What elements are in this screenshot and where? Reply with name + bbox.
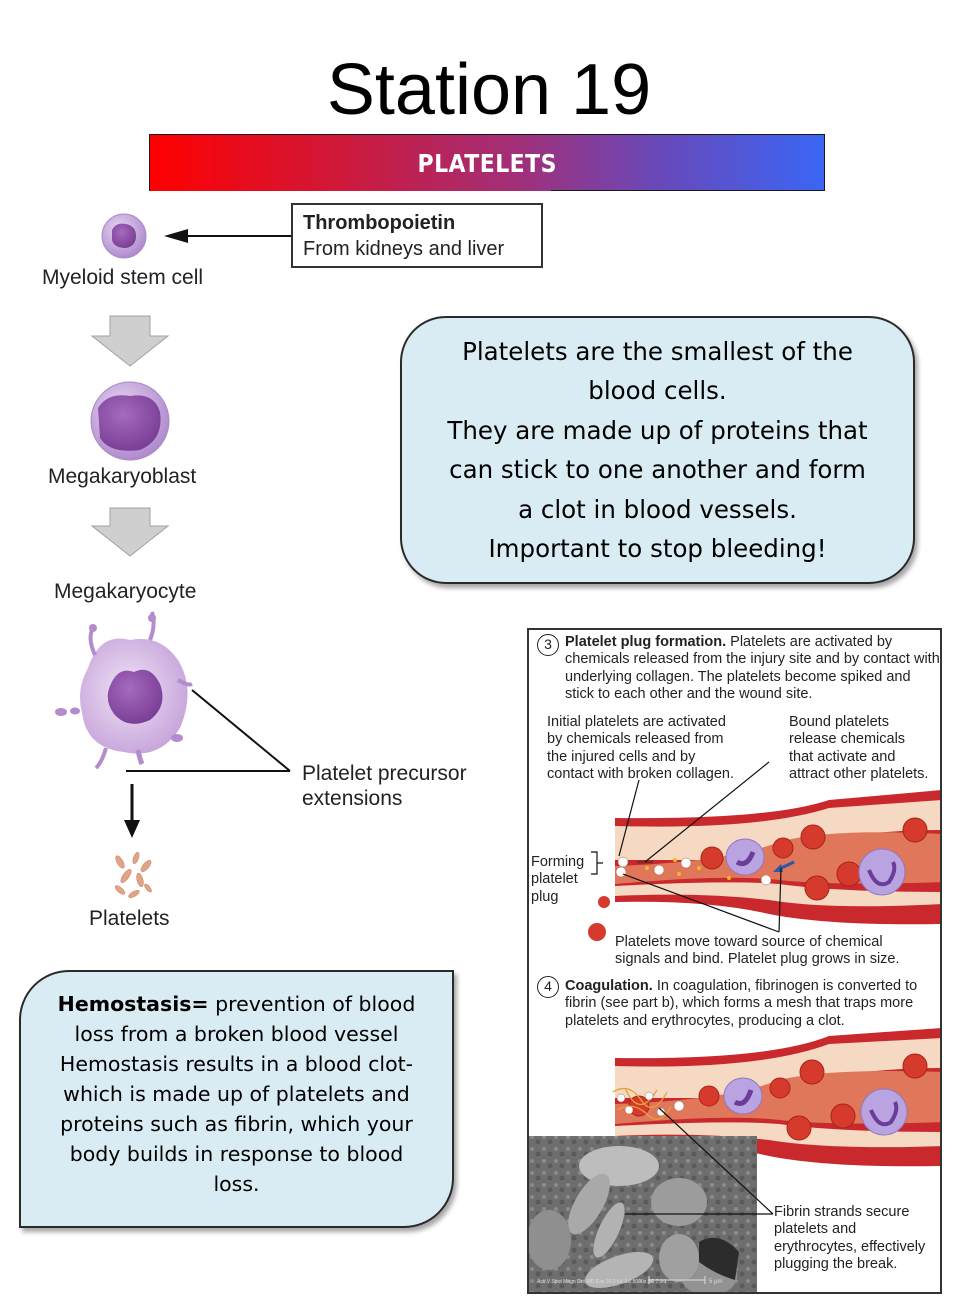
- label-platelet-precursor: Platelet precursor extensions: [302, 762, 467, 810]
- hemostasis-definition: prevention of blood: [208, 992, 416, 1016]
- info-line: a clot in blood vessels.: [518, 494, 797, 524]
- info-line: Platelets are the smallest of the: [462, 336, 853, 366]
- vessel-illustration-plug: [588, 761, 940, 941]
- thrombopoietin-title: Thrombopoietin: [303, 212, 456, 234]
- hemostasis-figure: 3 Platelet plug formation. Platelets are…: [527, 628, 942, 1294]
- micrograph-texture: [529, 1136, 757, 1292]
- thrombopoietin-arrow-icon: [164, 229, 291, 243]
- micrograph-meta: Acc.V Spot Magn Det WD Exp 30.0 kV 3.0 5…: [537, 1279, 667, 1285]
- step-number-badge: 4: [537, 976, 559, 998]
- down-arrow-icon: [90, 507, 170, 557]
- step4-heading: Coagulation.: [565, 978, 653, 994]
- thrombopoietin-box: Thrombopoietin From kidneys and liver: [291, 203, 543, 268]
- label-platelets: Platelets: [89, 907, 170, 930]
- hemostasis-line: which is made up of platelets and: [63, 1082, 410, 1106]
- platelets-info-box: Platelets are the smallest of the blood …: [400, 316, 915, 584]
- step3-heading: Platelet plug formation.: [565, 634, 727, 650]
- info-line: can stick to one another and form: [449, 455, 866, 484]
- hemostasis-line: loss from a broken blood vessel: [74, 1022, 399, 1046]
- down-arrow-icon: [90, 315, 170, 367]
- info-line: They are made up of proteins that: [447, 415, 868, 445]
- step3-description: Platelet plug formation. Platelets are a…: [565, 634, 940, 702]
- caption-platelets-move: Platelets move toward source of chemical…: [615, 934, 900, 968]
- page-title: Station 19: [326, 50, 652, 130]
- megakaryocyte-icon: [55, 611, 193, 770]
- label-megakaryocyte: Megakaryocyte: [54, 580, 197, 603]
- label-myeloid-stem-cell: Myeloid stem cell: [42, 266, 204, 289]
- hemostasis-line: body builds in response to blood: [69, 1142, 404, 1166]
- caption-initial-platelets: Initial platelets are activated by chemi…: [547, 714, 734, 782]
- step-number-badge: 3: [537, 634, 559, 656]
- release-arrow-icon: [124, 784, 140, 838]
- hemostasis-info-box: Hemostasis= prevention of blood loss fro…: [19, 970, 454, 1228]
- info-line: blood cells.: [588, 376, 727, 405]
- platelets-icon: [114, 852, 152, 898]
- banner-label: PLATELETS: [417, 148, 557, 178]
- label-forming-platelet-plug: Forming platelet plug: [531, 854, 585, 905]
- section-banner: PLATELETS: [149, 134, 825, 191]
- myeloid-stem-cell-icon: [101, 213, 147, 259]
- label-megakaryoblast: Megakaryoblast: [48, 465, 197, 488]
- caption-bound-platelets: Bound platelets release chemicals that a…: [789, 714, 929, 782]
- hemostasis-line: Hemostasis results in a blood clot-: [59, 1052, 414, 1076]
- megakaryoblast-icon: [90, 381, 170, 461]
- hemostasis-line: proteins such as fibrin, which your: [60, 1112, 413, 1136]
- precursor-pointer-lines: [126, 689, 291, 772]
- micrograph-scale-label: 5 μm: [709, 1279, 722, 1285]
- thrombopoietin-source: From kidneys and liver: [303, 238, 505, 260]
- vessel-illustration-clot: 5 μm Acc.V Spot Magn Det WD Exp 30.0 kV …: [529, 1028, 940, 1292]
- platelet-formation-diagram: [55, 213, 291, 898]
- step4-description: Coagulation. In coagulation, fibrinogen …: [565, 978, 918, 1029]
- banner-border: [551, 190, 825, 191]
- hemostasis-line: loss.: [213, 1172, 260, 1196]
- hemostasis-term: Hemostasis=: [57, 992, 209, 1016]
- info-line: Important to stop bleeding!: [488, 534, 827, 563]
- caption-fibrin-strands: Fibrin strands secure platelets and eryt…: [774, 1204, 926, 1272]
